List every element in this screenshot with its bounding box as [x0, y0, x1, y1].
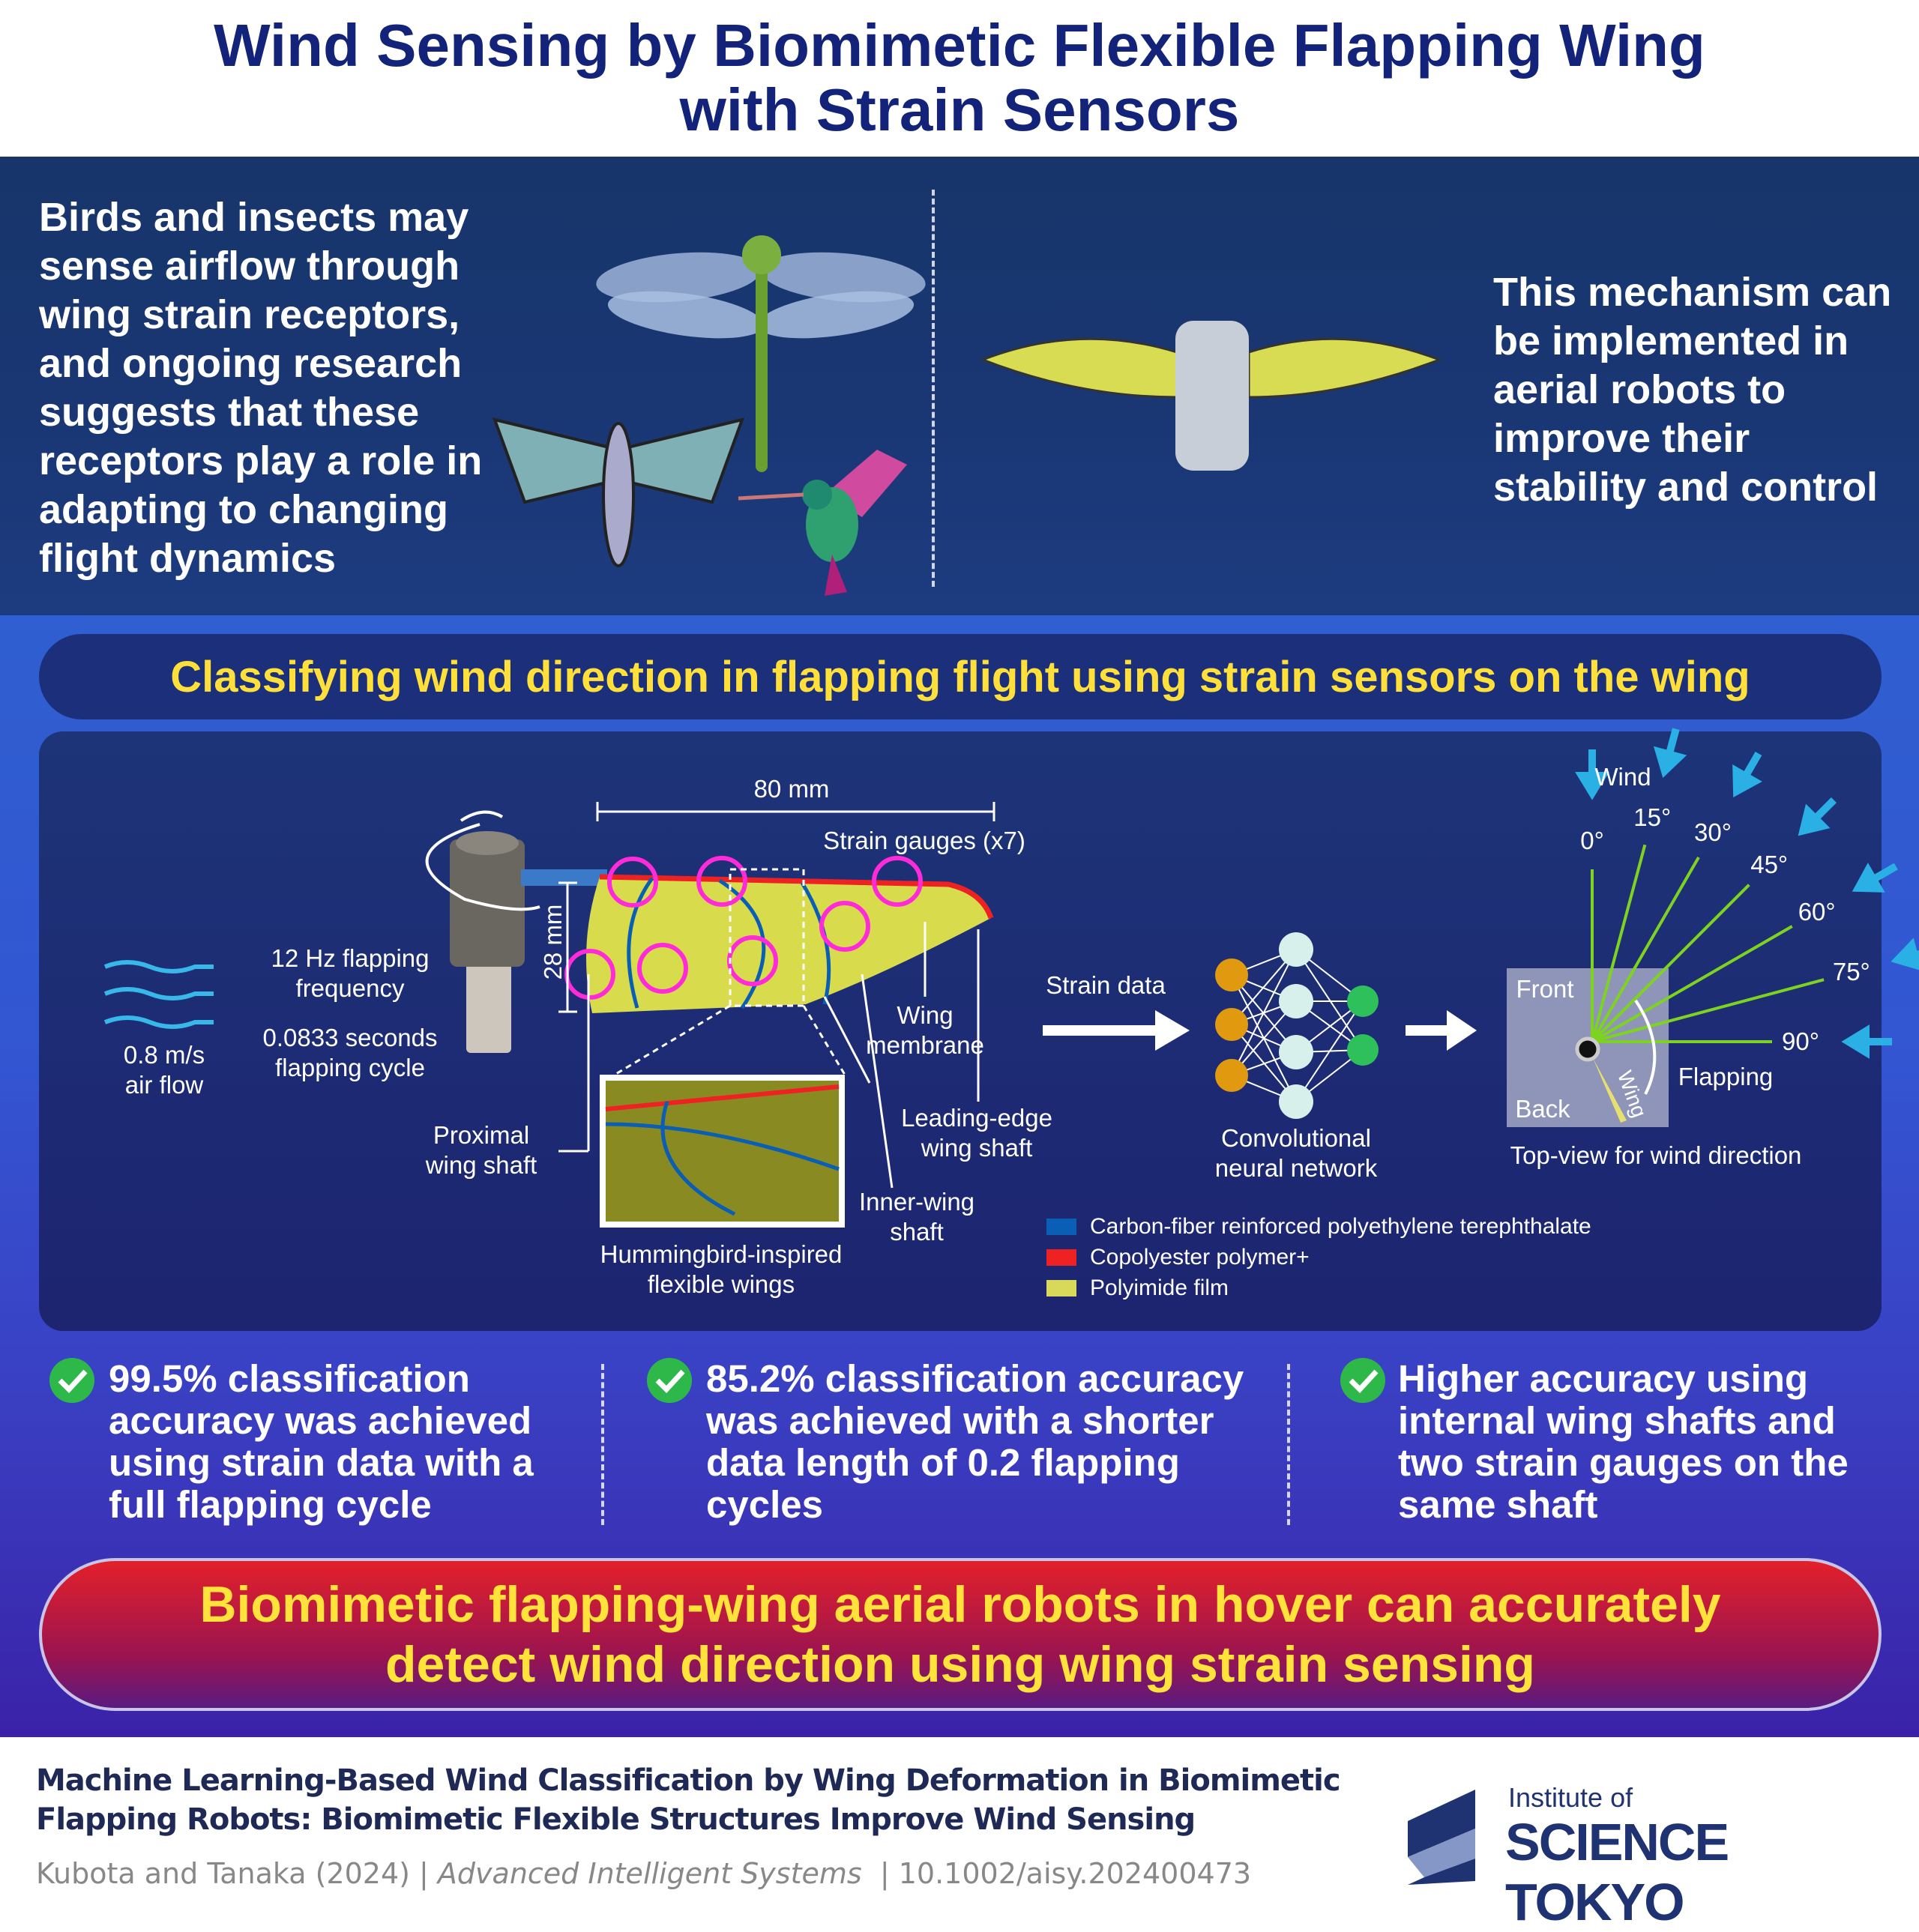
result-bullet-1: 99.5% classification accuracy was achiev…	[109, 1357, 534, 1526]
angle-label: 60°	[1798, 898, 1836, 926]
strain-gauges-label: Strain gauges (x7)	[823, 827, 1025, 854]
angle-label: 15°	[1633, 803, 1672, 831]
conclusion-banner: Biomimetic flapping-wing aerial robots i…	[39, 1558, 1882, 1711]
doi-link[interactable]: | 10.1002/aisy.202400473	[861, 1857, 1252, 1890]
footer	[0, 1737, 1919, 1919]
flapping-label: Flapping	[1678, 1063, 1774, 1090]
page-title: Wind Sensing by Biomimetic Flexible Flap…	[0, 13, 1919, 142]
angle-label: 90°	[1782, 1027, 1819, 1055]
intro-panel	[0, 157, 1919, 615]
wind-label: Wind	[1594, 763, 1651, 791]
top-view-label: Top-view for wind direction	[1510, 1141, 1802, 1169]
citation: Kubota and Tanaka (2024) | Advanced Inte…	[36, 1857, 1252, 1890]
intro-right-text: This mechanism can be implemented in aer…	[1493, 270, 1892, 510]
legend-label: Polyimide film	[1090, 1275, 1229, 1300]
result-bullet-2: 85.2% classification accuracy was achiev…	[706, 1357, 1244, 1526]
legend-swatch-copolyester	[1046, 1249, 1076, 1266]
intro-left-text: Birds and insects may sense airflow thro…	[39, 195, 483, 581]
logo-small-text: Institute of	[1508, 1782, 1633, 1813]
section-heading: Classifying wind direction in flapping f…	[39, 634, 1882, 719]
wing-width-label: 28 mm	[539, 904, 567, 980]
title-line-1: Wind Sensing by Biomimetic Flexible Flap…	[214, 12, 1705, 79]
logo-text: SCIENCE TOKYO	[1505, 1813, 1729, 1931]
divider	[601, 1364, 604, 1525]
conclusion-line-1: Biomimetic flapping-wing aerial robots i…	[199, 1576, 1721, 1633]
divider	[932, 190, 935, 587]
wing-length-label: 80 mm	[753, 775, 830, 803]
result-bullet-3: Higher accuracy using internal wing shaf…	[1398, 1357, 1849, 1526]
legend-label: Carbon-fiber reinforced polyethylene ter…	[1090, 1213, 1591, 1239]
paper-title: Machine Learning-Based Wind Classificati…	[36, 1763, 1341, 1837]
angle-label: 0°	[1580, 827, 1604, 854]
back-label: Back	[1515, 1095, 1570, 1123]
legend: Carbon-fiber reinforced polyethylene ter…	[1046, 1211, 1591, 1303]
legend-swatch-carbon	[1046, 1218, 1076, 1235]
front-label: Front	[1516, 975, 1574, 1003]
divider	[1287, 1364, 1290, 1525]
strain-data-label: Strain data	[1046, 971, 1166, 999]
conclusion-line-2: detect wind direction using wing strain …	[385, 1636, 1535, 1693]
angle-label: 75°	[1832, 958, 1870, 986]
title-line-2: with Strain Sensors	[679, 76, 1240, 143]
angle-label: 30°	[1694, 818, 1732, 847]
legend-label: Copolyester polymer+	[1090, 1244, 1310, 1270]
legend-swatch-polyimide	[1046, 1279, 1076, 1296]
angle-label: 45°	[1750, 850, 1789, 878]
journal-name: Advanced Intelligent Systems	[437, 1857, 862, 1890]
